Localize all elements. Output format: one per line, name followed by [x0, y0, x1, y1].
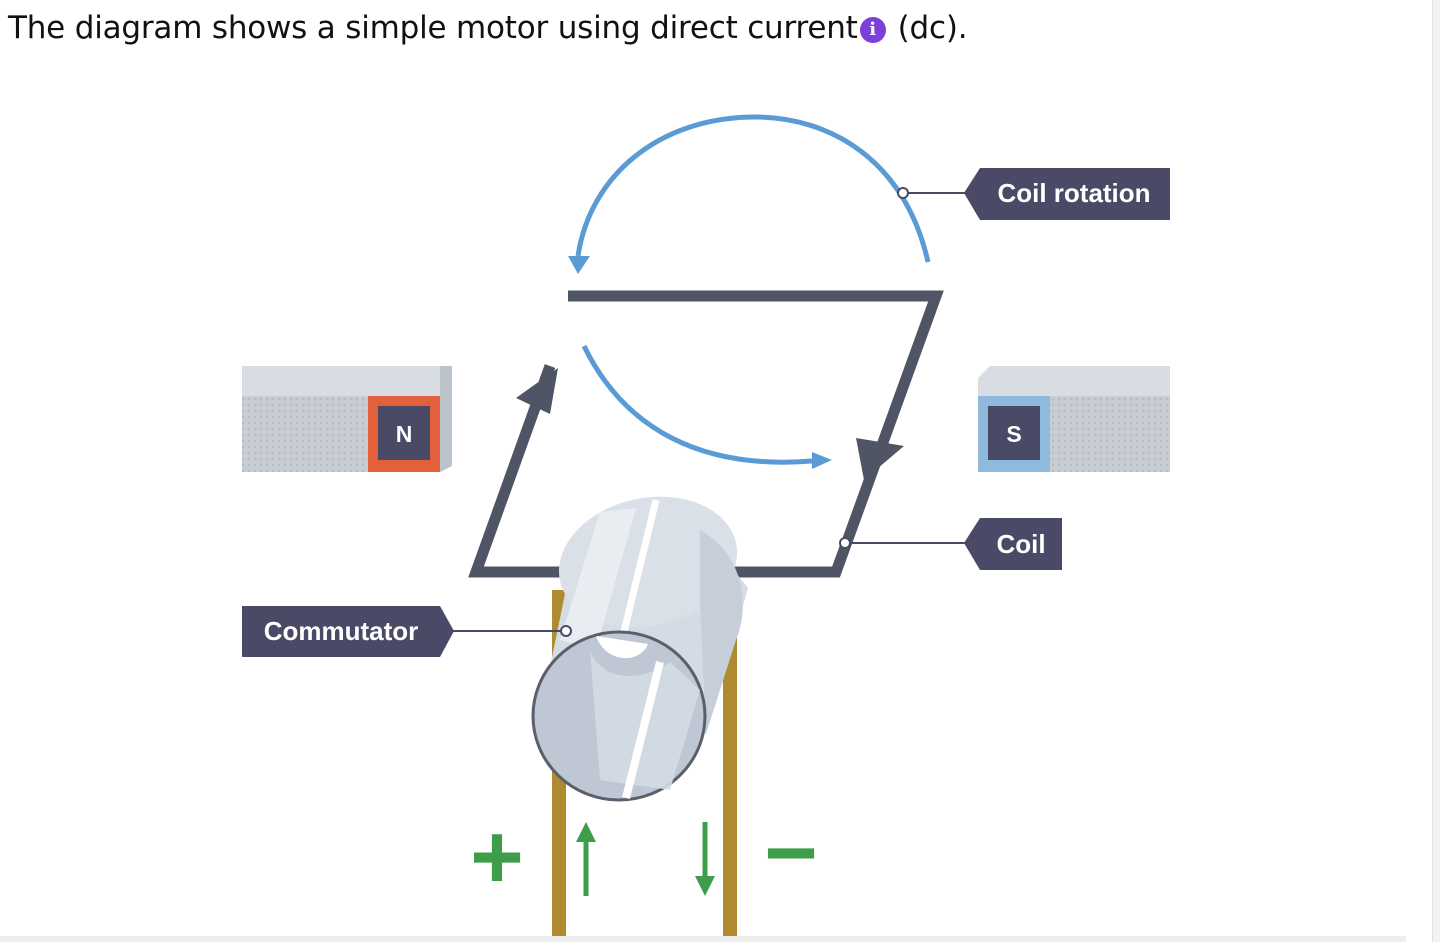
heading-text-before: The diagram shows a simple motor using	[8, 10, 641, 46]
current-out-arrow-icon	[695, 822, 715, 896]
north-magnet: N	[242, 366, 452, 472]
commutator	[531, 496, 748, 802]
label-coil-text: Coil	[996, 529, 1045, 559]
label-commutator: Commutator	[242, 606, 572, 657]
info-icon[interactable]: i	[859, 17, 886, 43]
brush-right	[723, 590, 737, 936]
negative-terminal-sign: −	[764, 802, 818, 904]
south-magnet: S	[978, 366, 1170, 472]
inner-rotation-arrow	[581, 344, 832, 469]
content-bottom-border	[0, 936, 1406, 942]
coil-rotation-arrow	[568, 114, 931, 274]
label-coil-rotation-text: Coil rotation	[997, 178, 1150, 208]
positive-terminal-sign: +	[470, 806, 524, 908]
label-coil: Coil	[839, 518, 1062, 570]
scrollbar-track[interactable]	[1432, 0, 1440, 942]
south-pole-label: S	[1006, 421, 1021, 447]
glossary-term[interactable]: direct current	[650, 10, 858, 46]
label-coil-rotation: Coil rotation	[897, 168, 1170, 220]
negative-terminal: −	[764, 802, 818, 904]
heading-text-after: (dc).	[897, 10, 968, 46]
positive-terminal: +	[470, 806, 524, 908]
north-pole-label: N	[396, 421, 413, 447]
current-direction-arrow-left	[516, 368, 558, 414]
current-direction-arrow-right	[856, 438, 904, 480]
question-heading: The diagram shows a simple motor using d…	[8, 6, 968, 50]
label-commutator-text: Commutator	[264, 616, 419, 646]
current-in-arrow-icon	[576, 822, 596, 896]
coil	[468, 290, 944, 578]
